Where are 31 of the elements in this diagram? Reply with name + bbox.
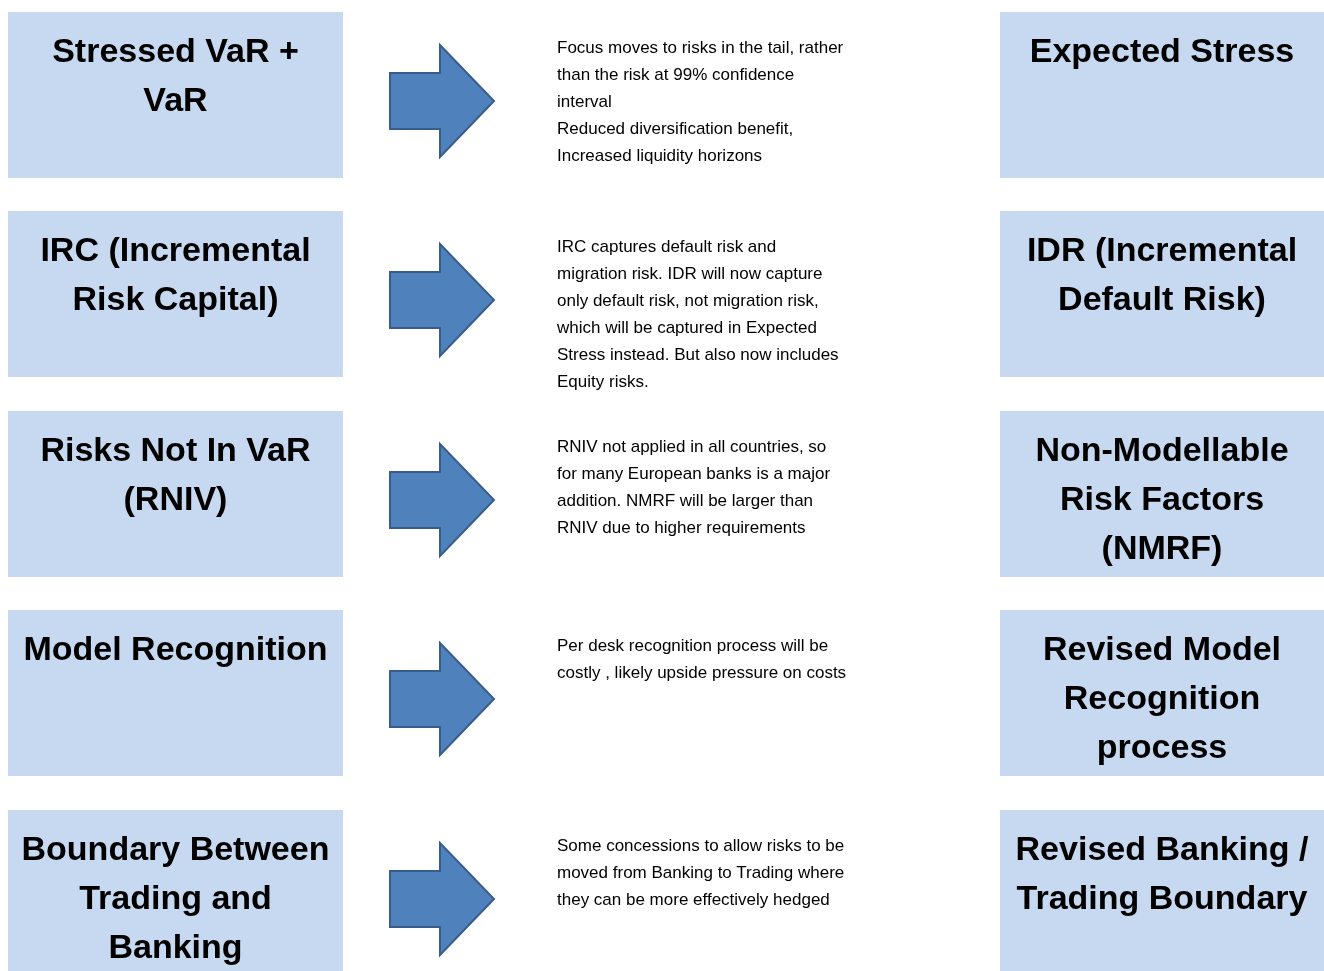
description-text: Focus moves to risks in the tail, rather than the risk at 99% confidence interval	[557, 37, 845, 113]
concept-title: Revised Model Recognition process	[1041, 628, 1283, 767]
concept-box	[8, 211, 343, 377]
concept-title: Stressed VaR + VaR	[51, 30, 300, 120]
concept-box	[1000, 411, 1324, 577]
concept-title: Boundary Between Trading and Banking	[20, 828, 331, 967]
concept-box	[1000, 810, 1324, 971]
block-arrow	[389, 441, 496, 559]
concept-title: Risks Not In VaR (RNIV)	[39, 429, 312, 519]
concept-box	[8, 810, 343, 971]
description-text: Reduced diversification benefit, Increased liquidity horizons	[557, 118, 795, 167]
concept-title: IRC (Incremental Risk Capital)	[39, 229, 312, 319]
concept-box	[1000, 211, 1324, 377]
concept-title: Revised Banking / Trading Boundary	[1014, 828, 1310, 918]
block-arrow	[389, 42, 496, 160]
block-arrow	[389, 840, 496, 958]
description-text: RNIV not applied in all countries, so for many European banks is a major addition. NMRF will be larger than RNIV due to higher requirements	[557, 436, 832, 539]
concept-title: Non-Modellable Risk Factors (NMRF)	[1034, 429, 1290, 568]
concept-box	[1000, 610, 1324, 776]
concept-box	[8, 12, 343, 178]
concept-box	[8, 610, 343, 776]
concept-box	[1000, 12, 1324, 178]
block-arrow	[389, 640, 496, 758]
description-text: Per desk recognition process will be costly , likely upside pressure on costs	[557, 635, 847, 684]
concept-title: Model Recognition	[23, 628, 328, 669]
block-arrow	[389, 241, 496, 359]
description-text: IRC captures default risk and migration risk. IDR will now capture only default risk, not migration risk, which will be captured in Expected Stress instead. But also now includes Equity risks.	[557, 236, 840, 393]
concept-title: Expected Stress	[1029, 30, 1295, 71]
concept-title: IDR (Incremental Default Risk)	[1025, 229, 1299, 319]
concept-box	[8, 411, 343, 577]
description-text: Some concessions to allow risks to be moved from Banking to Trading where they can be more effectively hedged	[557, 835, 846, 911]
